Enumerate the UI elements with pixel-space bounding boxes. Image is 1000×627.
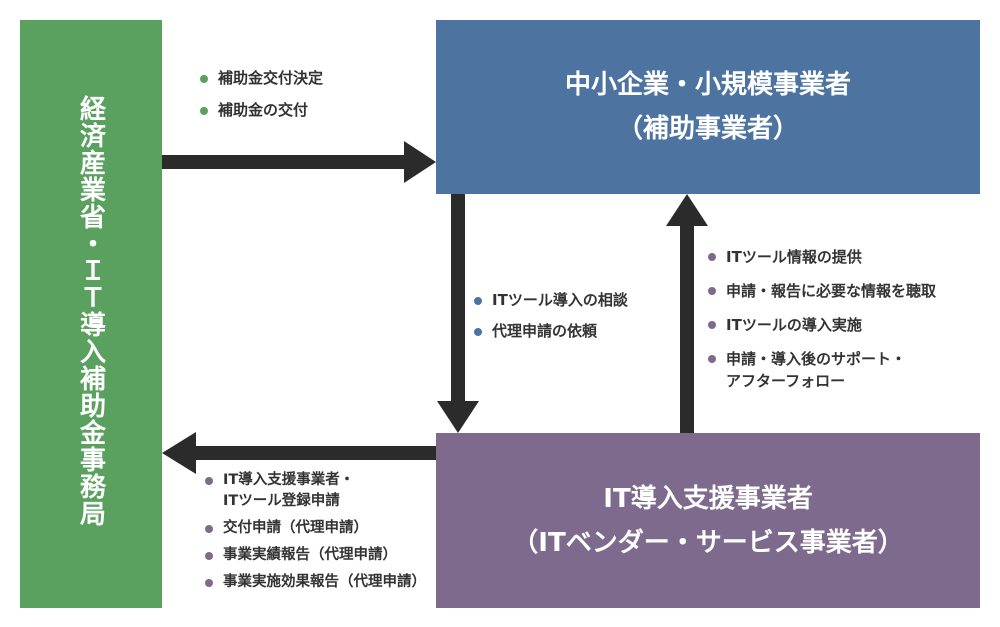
bullet-dot (205, 579, 213, 587)
list-item: 補助金交付決定 (200, 68, 323, 88)
bullet-dot (708, 321, 716, 329)
arrow-sme-to-vendor (437, 194, 479, 433)
bullet-dot (474, 328, 482, 336)
list-item: ITツール情報の提供 (708, 246, 936, 268)
vendor-subtitle: （ITベンダー・サービス事業者） (512, 527, 904, 558)
list-item: 補助金の交付 (200, 100, 323, 120)
sme-title: 中小企業・小規模事業者 (564, 70, 851, 100)
vendor-box: IT導入支援事業者 （ITベンダー・サービス事業者） (436, 433, 980, 608)
bullet-dot (205, 552, 213, 560)
bullet-dot (708, 355, 716, 363)
list-item: ITツール導入の相談 (474, 290, 628, 310)
bullet-dot (200, 107, 208, 115)
bullet-dot (708, 287, 716, 295)
arrow-meti-to-sme (162, 141, 436, 183)
sme-subtitle: （補助事業者） (616, 114, 799, 144)
vendor-title: IT導入支援事業者 (603, 483, 813, 514)
sme-box: 中小企業・小規模事業者 （補助事業者） (436, 20, 980, 194)
vendor-to-sme-list: ITツール情報の提供 申請・報告に必要な情報を聴取 ITツールの導入実施 申請・… (708, 246, 936, 404)
vendor-to-meti-list: IT導入支援事業者・ ITツール登録申請 交付申請（代理申請） 事業実績報告（代… (205, 470, 426, 599)
sme-to-vendor-list: ITツール導入の相談 代理申請の依頼 (474, 290, 628, 352)
meti-to-sme-list: 補助金交付決定 補助金の交付 (200, 68, 323, 132)
list-item: ITツールの導入実施 (708, 314, 936, 336)
list-item: 代理申請の依頼 (474, 321, 628, 341)
bullet-dot (708, 253, 716, 261)
bullet-dot (205, 525, 213, 533)
list-item: 申請・報告に必要な情報を聴取 (708, 280, 936, 302)
list-item: 事業実施効果報告（代理申請） (205, 572, 426, 593)
arrow-vendor-to-sme (666, 194, 708, 433)
bullet-dot (200, 75, 208, 83)
bullet-dot (205, 477, 213, 485)
list-item: 交付申請（代理申請） (205, 518, 426, 539)
list-item: 事業実績報告（代理申請） (205, 545, 426, 566)
bullet-dot (474, 297, 482, 305)
list-item: 申請・導入後のサポート・ アフターフォロー (708, 348, 936, 392)
meti-secretariat-box: 経済産業省・ＩＴ導入補助金事務局 (20, 20, 162, 608)
meti-secretariat-label: 経済産業省・ＩＴ導入補助金事務局 (75, 95, 106, 527)
arrow-vendor-to-meti (162, 432, 436, 474)
list-item: IT導入支援事業者・ ITツール登録申請 (205, 470, 426, 512)
